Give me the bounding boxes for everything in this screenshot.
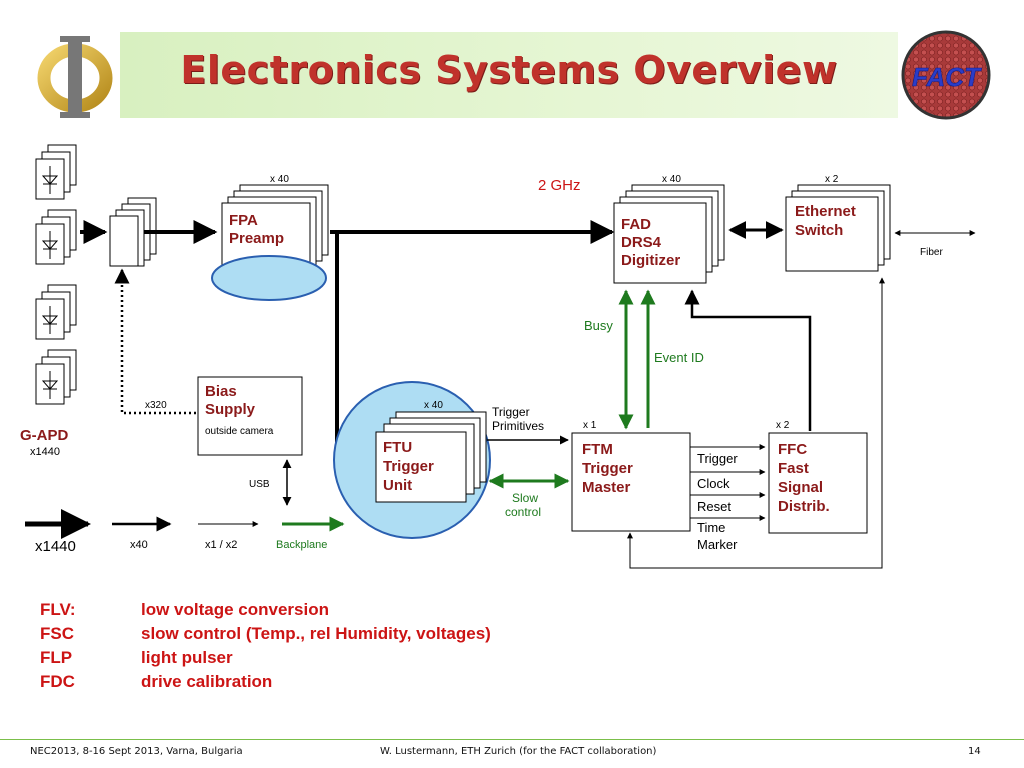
ftu-multiplicity: x 40 <box>424 400 443 411</box>
fad-multiplicity: x 40 <box>662 174 681 185</box>
ftm-label-line1: FTM <box>582 441 613 458</box>
bias-label-line3: outside camera <box>205 426 274 437</box>
legend-backplane: Backplane <box>276 539 327 551</box>
footer-divider <box>0 739 1024 740</box>
bias-multiplicity: x320 <box>145 400 167 411</box>
ffc-multiplicity: x 2 <box>776 420 790 431</box>
signal-trigger: Trigger <box>697 451 738 466</box>
trigger-primitives-line1: Trigger <box>492 405 530 419</box>
bias-label-line1: Bias <box>205 383 237 400</box>
fiber-label: Fiber <box>920 247 943 258</box>
ftu-trigger-unit-stack <box>375 411 487 503</box>
footer-author: W. Lustermann, ETH Zurich (for the FACT … <box>380 746 657 757</box>
footer-conference: NEC2013, 8-16 Sept 2013, Varna, Bulgaria <box>30 746 243 757</box>
ftm-label-line3: Master <box>582 479 631 496</box>
ftu-label-line2: Trigger <box>383 458 434 475</box>
ffc-label-line2: Fast <box>778 460 809 477</box>
ethernet-label-line2: Switch <box>795 222 843 239</box>
fad-label-line3: Digitizer <box>621 252 680 269</box>
usb-label: USB <box>249 479 270 490</box>
busy-label: Busy <box>584 318 613 333</box>
legend-x1x2: x1 / x2 <box>205 539 237 551</box>
g-apd-count: x1440 <box>30 446 60 458</box>
fad-digitizer-stack <box>613 184 725 284</box>
diode-icon <box>41 166 59 399</box>
ffc-label-line3: Signal <box>778 479 823 496</box>
legend-x40: x40 <box>130 539 148 551</box>
abbr-desc-3: light pulser <box>141 648 233 667</box>
abbr-desc-4: drive calibration <box>141 672 273 691</box>
fpa-highlight-ellipse <box>211 255 327 301</box>
fact-logo-icon: FACT <box>901 30 991 120</box>
g-apd-label: G-APD <box>20 427 69 444</box>
signal-clock: Clock <box>697 476 730 491</box>
fad-label-line2: DRS4 <box>621 234 662 251</box>
event-id-label: Event ID <box>654 350 704 365</box>
phi-logo-icon <box>37 36 113 118</box>
ftu-label-line3: Unit <box>383 477 412 494</box>
abbr-desc-2: slow control (Temp., rel Humidity, volta… <box>141 624 491 643</box>
ftu-label-line1: FTU <box>383 439 412 456</box>
ethernet-switch-stack <box>785 184 891 272</box>
ffc-label-line1: FFC <box>778 441 807 458</box>
fact-logo-text: FACT <box>912 62 982 92</box>
slow-control-line2: control <box>505 505 541 519</box>
signal-time-line2: Marker <box>697 537 738 552</box>
ethernet-label-line1: Ethernet <box>795 203 856 220</box>
bias-label-line2: Supply <box>205 401 256 418</box>
frequency-label: 2 GHz <box>538 177 581 194</box>
abbr-term-4: FDC <box>40 672 75 691</box>
bias-supply-box <box>197 376 303 456</box>
fpa-label-line2: Preamp <box>229 230 284 247</box>
connector-stack <box>109 197 157 267</box>
legend-x1440: x1440 <box>35 538 76 555</box>
trigger-primitives-line2: Primitives <box>492 419 544 433</box>
page-number: 14 <box>968 746 981 757</box>
ethernet-multiplicity: x 2 <box>825 174 839 185</box>
fad-label-line1: FAD <box>621 216 651 233</box>
abbr-desc-1: low voltage conversion <box>141 600 329 619</box>
ftm-label-line2: Trigger <box>582 460 633 477</box>
signal-reset: Reset <box>697 499 731 514</box>
fpa-label-line1: FPA <box>229 212 258 229</box>
fpa-multiplicity: x 40 <box>270 174 289 185</box>
title-band: Electronics Systems Overview <box>120 32 898 118</box>
abbr-term-3: FLP <box>40 648 73 667</box>
abbr-term-1: FLV: <box>40 600 76 619</box>
electronics-diagram: G-APD x1440 x 40 FPA Preamp 2 GHz x 40 F… <box>20 144 976 569</box>
signal-time-line1: Time <box>697 520 725 535</box>
abbr-term-2: FSC <box>40 624 74 643</box>
slide-title: Electronics Systems Overview <box>180 48 838 92</box>
slow-control-line1: Slow <box>512 491 538 505</box>
ftm-multiplicity: x 1 <box>583 420 597 431</box>
ffc-label-line4: Distrib. <box>778 498 830 515</box>
